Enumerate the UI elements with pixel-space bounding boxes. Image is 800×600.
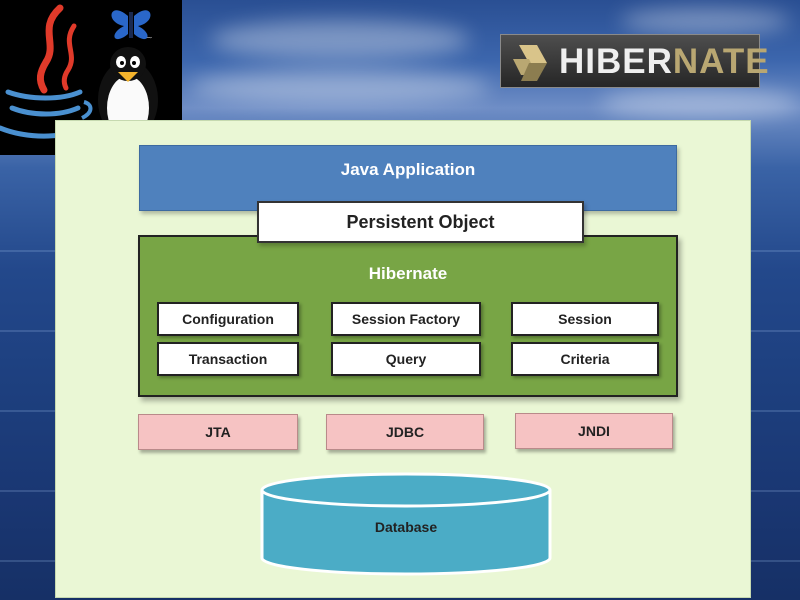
java-application-box: Java Application [139,145,677,211]
sky-cloud [620,8,790,34]
jdbc-box: JDBC [326,414,484,450]
sky-cloud [600,88,800,118]
hibernate-cube-icon [513,45,547,81]
session-factory-box: Session Factory [331,302,481,336]
jta-box: JTA [138,414,298,450]
persistent-object-box: Persistent Object [257,201,584,243]
session-box: Session [511,302,659,336]
java-application-label: Java Application [340,160,476,179]
svg-text:~: ~ [146,33,153,42]
hibernate-framework-title: Hibernate [368,264,448,283]
criteria-box: Criteria [511,342,659,376]
query-box: Query [331,342,481,376]
hibernate-wordmark-part2: NATE [672,42,770,81]
sky-cloud [190,70,490,104]
hibernate-wordmark: HIBERNATE [559,42,770,82]
hibernate-wordmark-part1: HIBER [559,42,673,81]
configuration-box: Configuration [157,302,299,336]
sky-cloud [210,20,470,60]
java-icon [0,4,95,139]
hibernate-logo: HIBERNATE [500,34,769,88]
butterfly-icon: ~ [111,10,153,42]
jndi-box: JNDI [515,413,673,449]
database-label: Database [374,519,438,535]
transaction-box: Transaction [157,342,299,376]
